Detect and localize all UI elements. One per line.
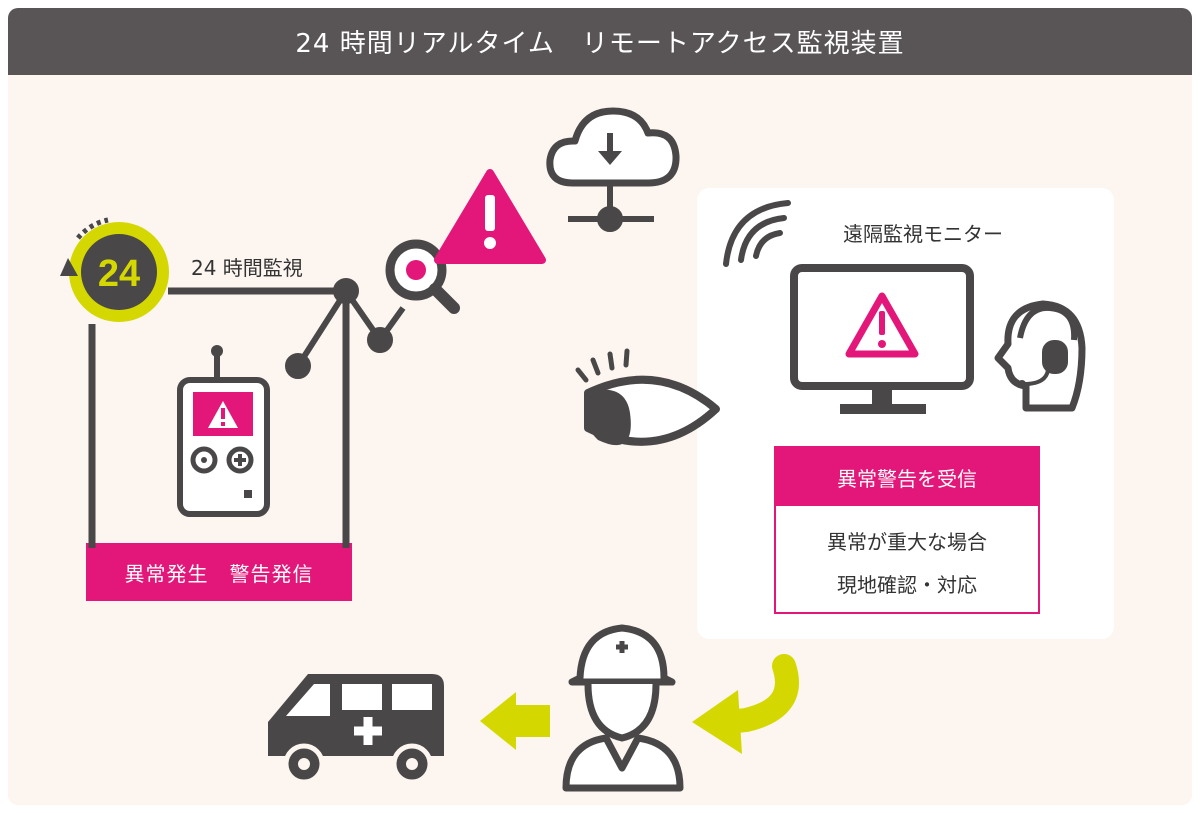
title-bar: 24 時間リアルタイム リモートアクセス監視装置 [8,8,1192,75]
diagram-artwork: 24 [60,107,1086,792]
alert-line-1: 異常が重大な場合 [827,530,987,554]
signal-line [285,278,406,379]
magnifier-icon [385,239,460,314]
warning-icon [434,169,546,264]
wifi-signal-icon [723,200,791,267]
arrow-left-icon [480,692,550,750]
operator-headset-icon [994,300,1086,412]
device-caption: 異常発生 警告発信 [86,543,352,601]
ambulance-icon [268,674,444,785]
monitoring-24h-label: 24 時間監視 [191,256,303,280]
cloud-download-icon [546,107,680,187]
worker-helmet-icon [562,624,684,792]
clock-24-icon: 24 [60,217,169,322]
alert-box: 異常警告を受信 異常が重大な場合 現地確認・対応 [774,446,1040,614]
diagram-panel: 24 時間リアルタイム リモートアクセス監視装置 異常発生 警告発信 24 時間… [8,8,1192,805]
alert-header: 異常警告を受信 [776,448,1038,506]
eye-icon [575,348,720,446]
clock-number: 24 [98,253,140,295]
remote-monitor-label: 遠隔監視モニター [843,222,1003,246]
page-title: 24 時間リアルタイム リモートアクセス監視装置 [295,29,905,59]
monitor-warning-icon [790,264,974,414]
network-icon [568,183,654,232]
alert-line-2: 現地確認・対応 [837,573,977,597]
curved-arrow-icon [692,654,799,754]
alarm-device-icon [177,345,270,517]
